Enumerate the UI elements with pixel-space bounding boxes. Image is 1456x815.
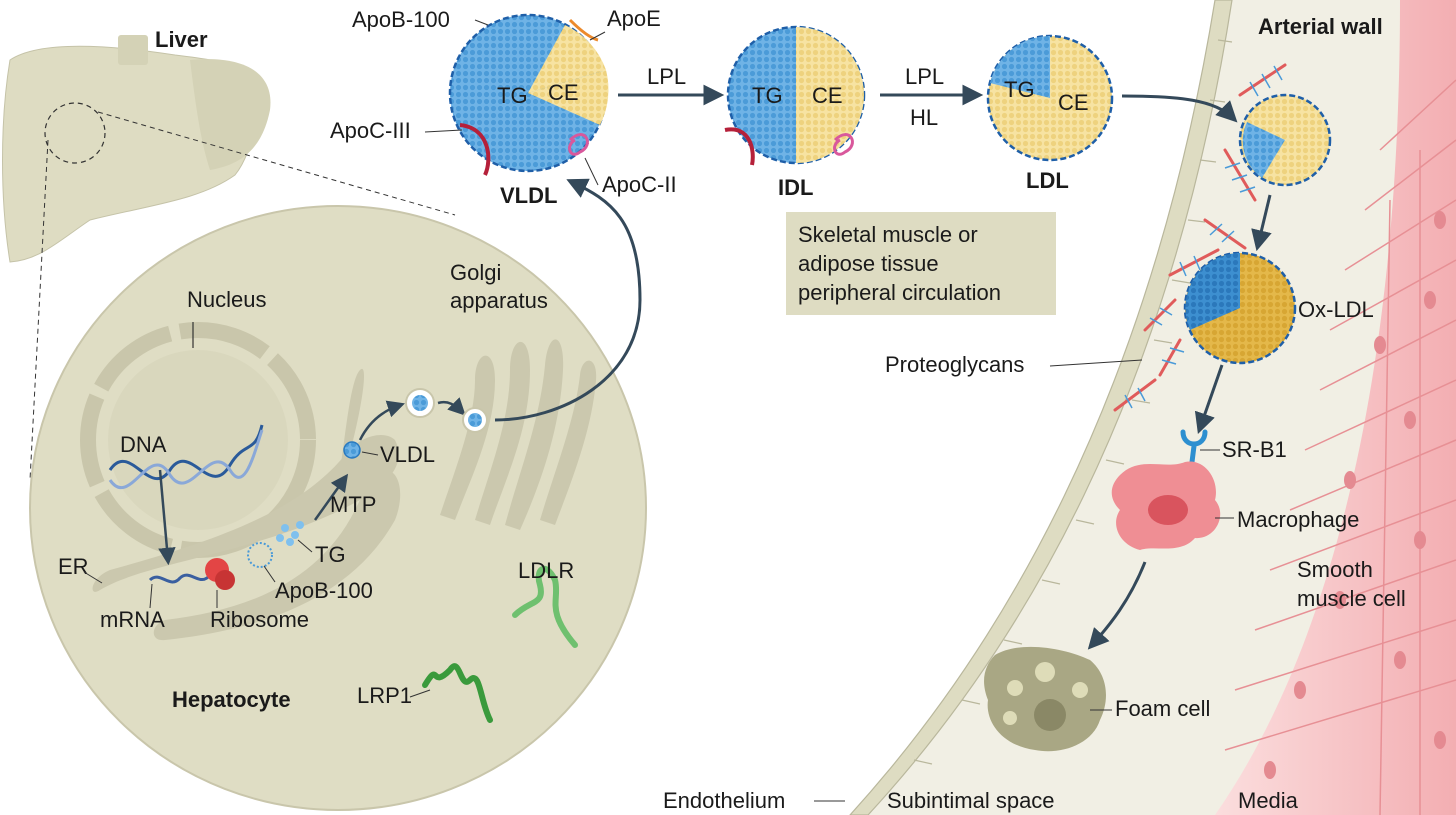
dna-label: DNA — [120, 432, 167, 457]
media-label: Media — [1238, 788, 1299, 813]
apob100-er-label: ApoB-100 — [275, 578, 373, 603]
arterial-wall — [849, 0, 1456, 815]
liver-zoom-region — [44, 102, 106, 164]
media-layer — [1215, 0, 1456, 815]
foam-cell — [984, 646, 1106, 752]
smooth-muscle-label-2: muscle cell — [1297, 586, 1406, 611]
ldl-label: LDL — [1026, 168, 1069, 193]
proteoglycans — [1113, 63, 1287, 412]
vldl-tg-label: TG — [497, 83, 528, 108]
arrow-ldl-to-wall — [1121, 94, 1238, 123]
liver-label: Liver — [155, 27, 208, 52]
tg-droplets — [276, 521, 304, 546]
mtp-label: MTP — [330, 492, 376, 517]
ldlr-label: LDLR — [518, 558, 574, 583]
tissue-info-box — [786, 212, 1056, 315]
idl-ce-label: CE — [812, 83, 843, 108]
ldl-tg-label: TG — [1004, 77, 1035, 102]
smooth-muscle-label-1: Smooth — [1297, 557, 1373, 582]
idl-label: IDL — [778, 175, 813, 200]
apoe-label: ApoE — [607, 6, 661, 31]
ox-ldl-particle — [1183, 251, 1297, 365]
vldl-particle — [448, 13, 609, 176]
ldl-particle — [986, 34, 1114, 162]
box-line-2: adipose tissue — [798, 251, 939, 276]
box-line-1: Skeletal muscle or — [798, 222, 978, 247]
endothelial-cell-borders — [913, 39, 1233, 765]
tg-er-label: TG — [315, 542, 346, 567]
apoc2-label: ApoC-II — [602, 172, 677, 197]
vldl-small — [343, 441, 361, 459]
lrp1-receptor — [422, 663, 493, 723]
hepatocyte-cell — [29, 205, 647, 811]
macrophage — [1111, 461, 1221, 550]
idl-particle — [724, 25, 866, 166]
subintimal-label: Subintimal space — [887, 788, 1055, 813]
apob100-label: ApoB-100 — [352, 7, 450, 32]
subintimal-space — [850, 0, 1456, 815]
hepatocyte-label: Hepatocyte — [172, 687, 291, 712]
mrna-strand — [148, 573, 212, 584]
box-line-3: peripheral circulation — [798, 280, 1001, 305]
foam-cell-label: Foam cell — [1115, 696, 1210, 721]
macrophage-label: Macrophage — [1237, 507, 1359, 532]
mrna-label: mRNA — [100, 607, 165, 632]
secretion-arrow — [494, 178, 642, 422]
er-label: ER — [58, 554, 89, 579]
lpl-label-1: LPL — [647, 64, 686, 89]
vldl-small-label: VLDL — [380, 442, 435, 467]
ribosome-label: Ribosome — [210, 607, 309, 632]
golgi-apparatus — [440, 339, 597, 530]
ldl-in-wall — [1238, 93, 1332, 187]
lrp1-label: LRP1 — [357, 683, 412, 708]
nucleus-label: Nucleus — [187, 287, 266, 312]
dna-helix — [108, 424, 264, 566]
proteoglycans-label: Proteoglycans — [885, 352, 1024, 377]
golgi-label-2: apparatus — [450, 288, 548, 313]
golgi-label-1: Golgi — [450, 260, 501, 285]
ldlr-receptor — [512, 565, 578, 648]
sr-b1-label: SR-B1 — [1222, 437, 1287, 462]
arterial-wall-label: Arterial wall — [1258, 14, 1383, 39]
apoc3-label: ApoC-III — [330, 118, 411, 143]
hl-label: HL — [910, 105, 938, 130]
ox-ldl-label: Ox-LDL — [1298, 297, 1374, 322]
apob100-particle — [247, 542, 273, 568]
endothelium-label: Endothelium — [663, 788, 785, 813]
proteoglycan-chains — [1124, 65, 1283, 409]
idl-tg-label: TG — [752, 83, 783, 108]
liver-organ — [2, 35, 456, 481]
lpl-label-2: LPL — [905, 64, 944, 89]
smooth-muscle-nuclei — [1264, 211, 1446, 779]
smooth-muscle-cells — [1224, 79, 1456, 815]
ldl-ce-label: CE — [1058, 90, 1089, 115]
vldl-label: VLDL — [500, 183, 557, 208]
vldl-ce-label: CE — [548, 80, 579, 105]
ribosome — [205, 558, 235, 590]
